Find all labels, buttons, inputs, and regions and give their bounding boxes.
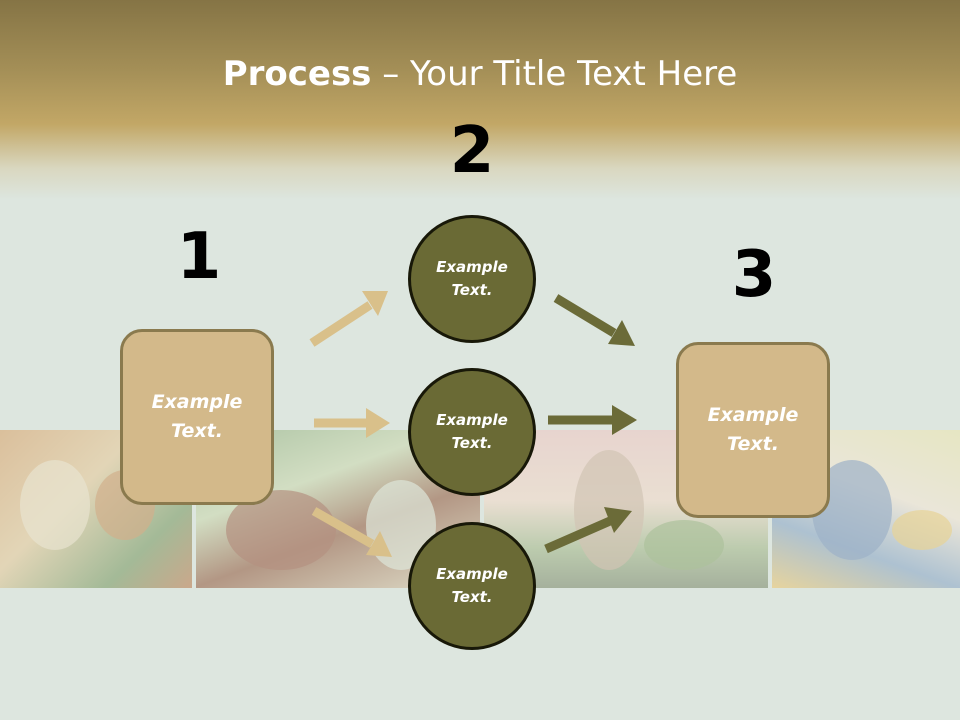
circle-middle-text: Example Text. — [436, 411, 508, 452]
header-band — [0, 0, 960, 200]
arrow-right-olive — [548, 405, 637, 435]
arrow-up-right-olive — [544, 507, 632, 554]
right-process-box: Example Text. — [676, 342, 830, 518]
circle-top-text: Example Text. — [436, 258, 508, 299]
arrow-up-right-tan — [309, 291, 388, 347]
circle-node-top: Example Text. — [408, 215, 536, 343]
right-box-text: Example Text. — [707, 404, 799, 455]
slide-title: Process – Your Title Text Here — [0, 52, 960, 96]
step-number-3: 3 — [731, 238, 777, 312]
circle-node-bottom: Example Text. — [408, 522, 536, 650]
left-box-text: Example Text. — [151, 391, 243, 442]
circle-node-middle: Example Text. — [408, 368, 536, 496]
left-process-box: Example Text. — [120, 329, 274, 505]
step-number-2: 2 — [449, 114, 495, 188]
title-rest: – Your Title Text Here — [371, 54, 738, 94]
arrow-down-right-olive — [553, 294, 635, 346]
title-bold: Process — [222, 54, 372, 94]
arrow-down-right-tan — [311, 507, 392, 557]
circle-bottom-text: Example Text. — [436, 565, 508, 606]
step-number-1: 1 — [176, 220, 222, 294]
arrow-right-tan — [314, 408, 390, 438]
